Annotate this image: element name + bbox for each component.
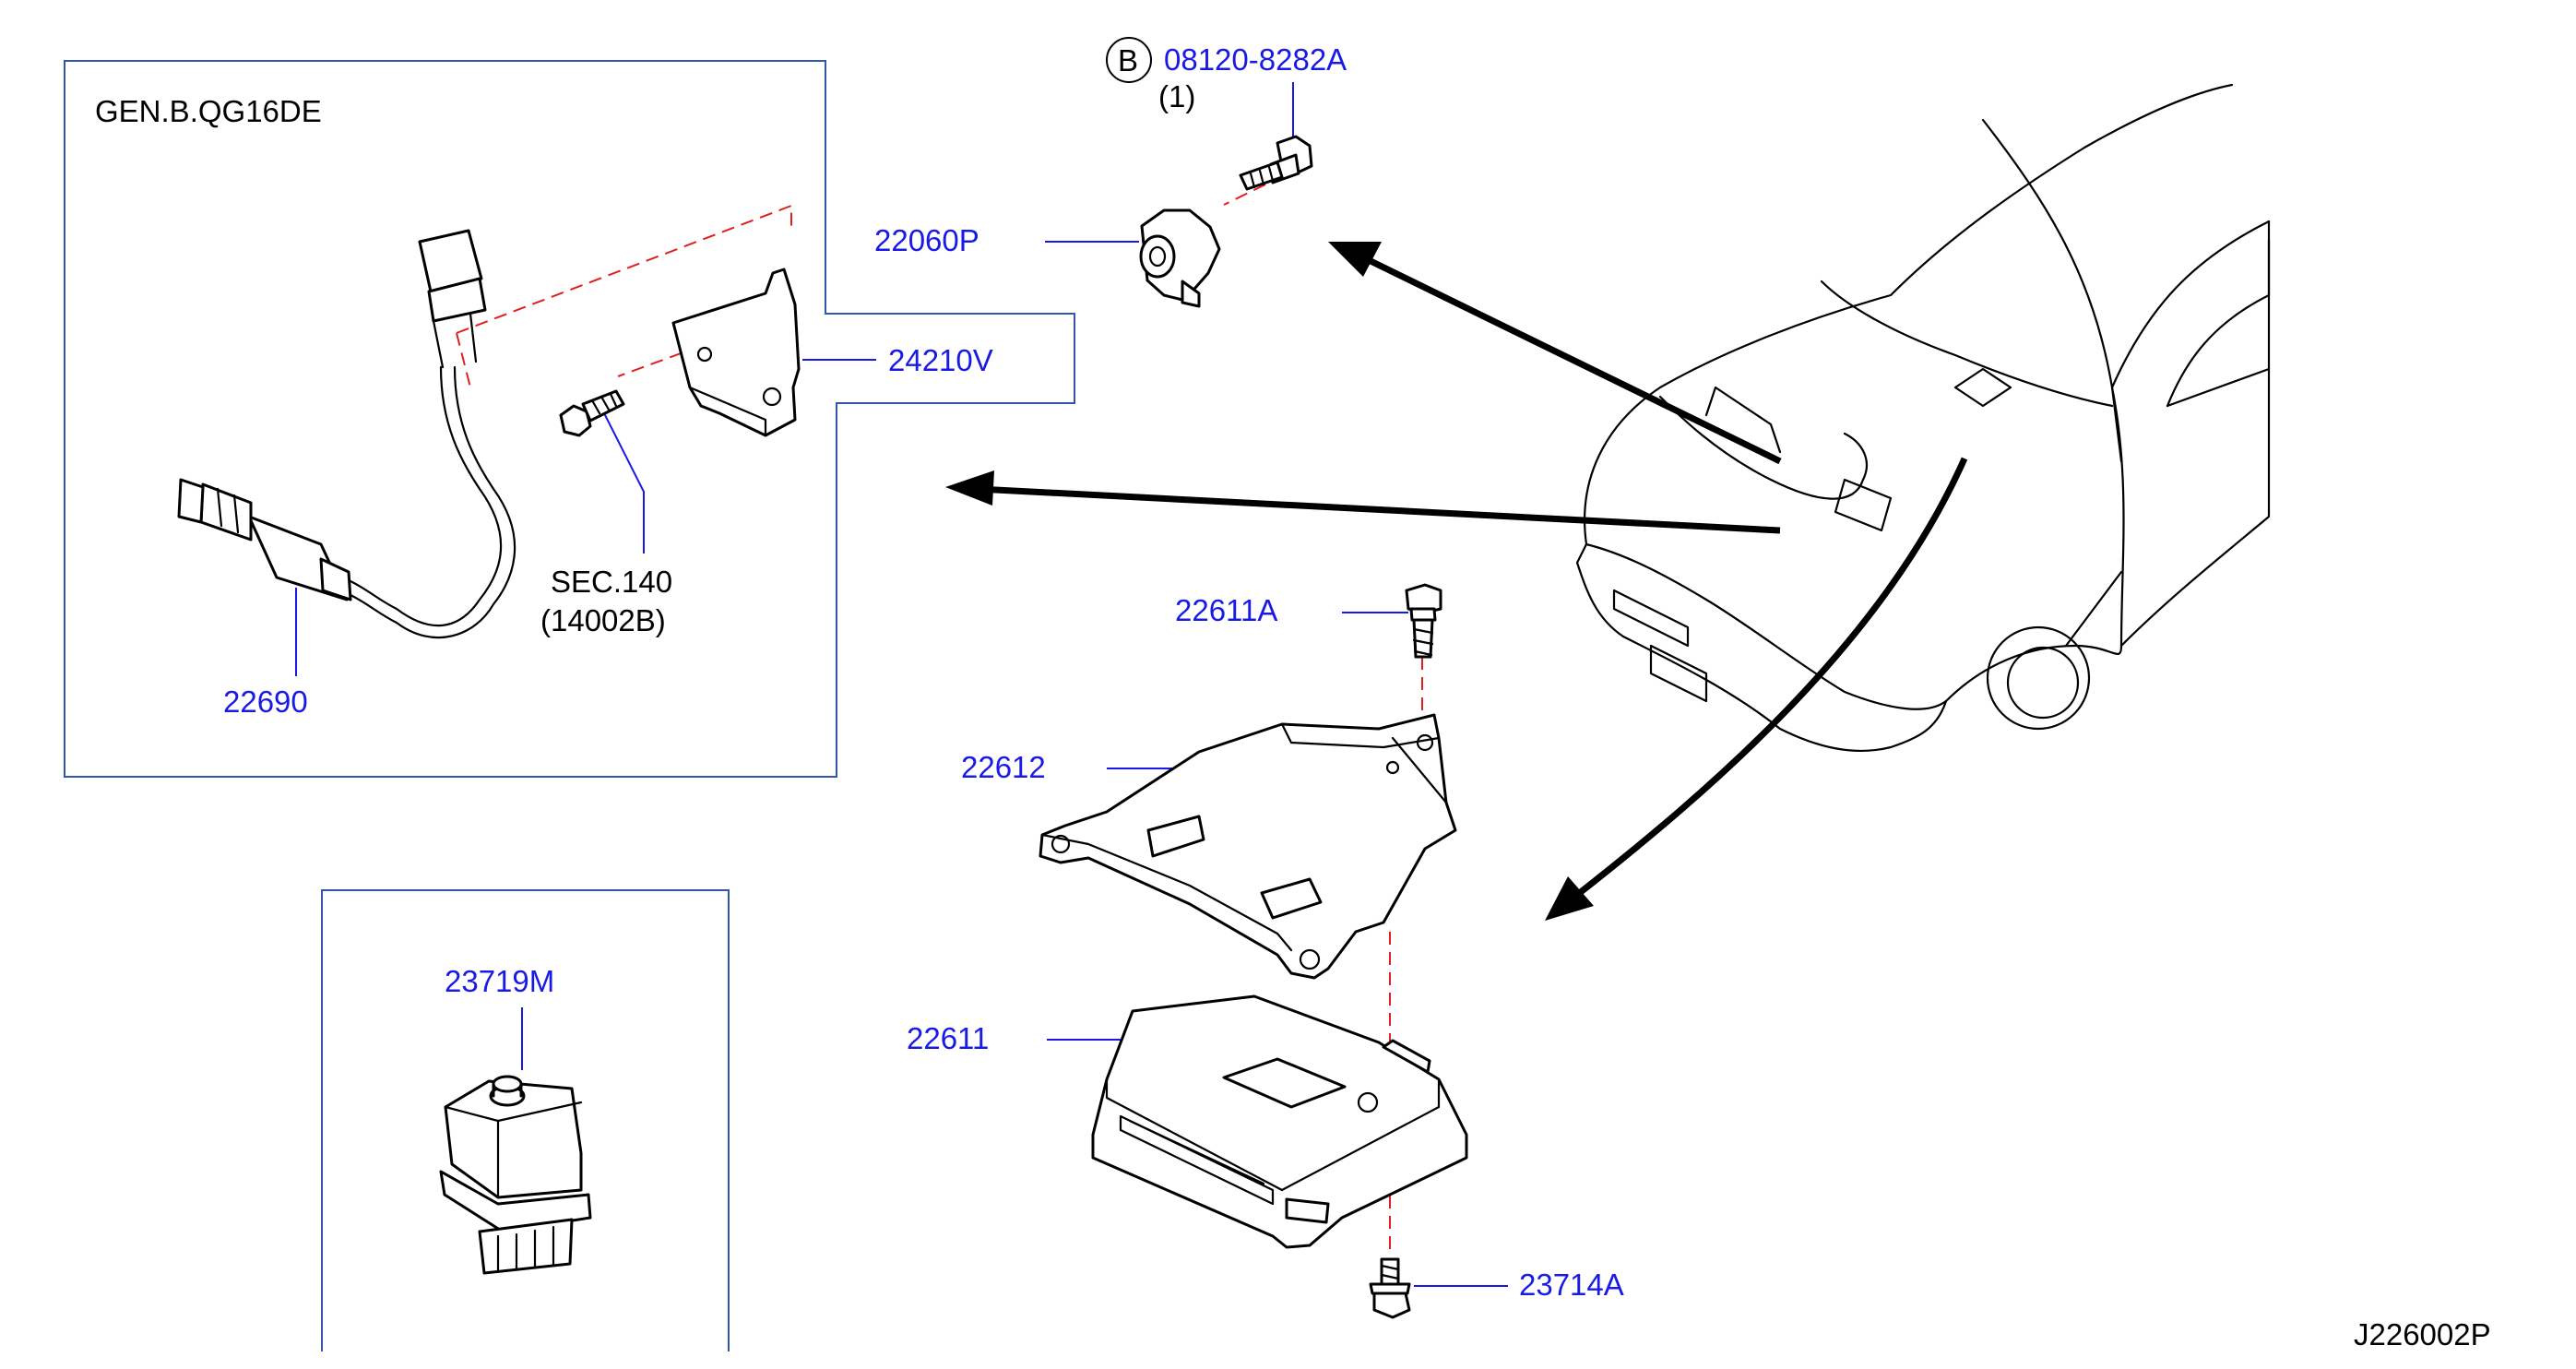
part-label-23714A[interactable]: 23714A: [1519, 1268, 1624, 1302]
relay[interactable]: [439, 1075, 592, 1275]
part-label-22612[interactable]: 22612: [961, 750, 1046, 784]
part-label-22611A[interactable]: 22611A: [1175, 593, 1277, 627]
ecu-bracket[interactable]: [1039, 713, 1457, 980]
svg-text:B: B: [1118, 43, 1138, 77]
sensor-bracket[interactable]: [671, 268, 801, 437]
bracket-bolt[interactable]: [559, 389, 625, 437]
relay-frame: [321, 889, 730, 1351]
part-label-22060P[interactable]: 22060P: [874, 223, 979, 257]
callout-arrows: [945, 242, 1968, 921]
section-reference-sub: (14002B): [540, 603, 666, 637]
bolt-symbol-b: B: [1106, 37, 1152, 83]
diagram-code: J226002P: [2354, 1317, 2491, 1351]
part-quantity: (1): [1158, 79, 1195, 113]
part-label-24210V[interactable]: 24210V: [888, 343, 993, 377]
part-label-08120-8282A[interactable]: 08120-8282A: [1164, 42, 1347, 77]
ecu-bracket-bolt[interactable]: [1405, 583, 1442, 659]
knock-sensor[interactable]: [1139, 208, 1221, 308]
ecu-mounting-bolt[interactable]: [1369, 1257, 1411, 1319]
section-reference[interactable]: SEC.140: [551, 565, 672, 599]
engine-variant-label: GEN.B.QG16DE: [95, 94, 322, 128]
part-label-23719M[interactable]: 23719M: [445, 964, 554, 998]
engine-control-unit[interactable]: [1091, 994, 1468, 1249]
knock-sensor-bolt[interactable]: [1239, 135, 1313, 191]
leader-sec140: [599, 403, 645, 554]
part-label-22690[interactable]: 22690: [223, 684, 308, 719]
oxygen-sensor[interactable]: [177, 229, 516, 639]
vehicle-illustration: [1575, 83, 2271, 753]
engine-variant-frame: [64, 60, 1075, 778]
part-label-22611[interactable]: 22611: [907, 1021, 989, 1055]
